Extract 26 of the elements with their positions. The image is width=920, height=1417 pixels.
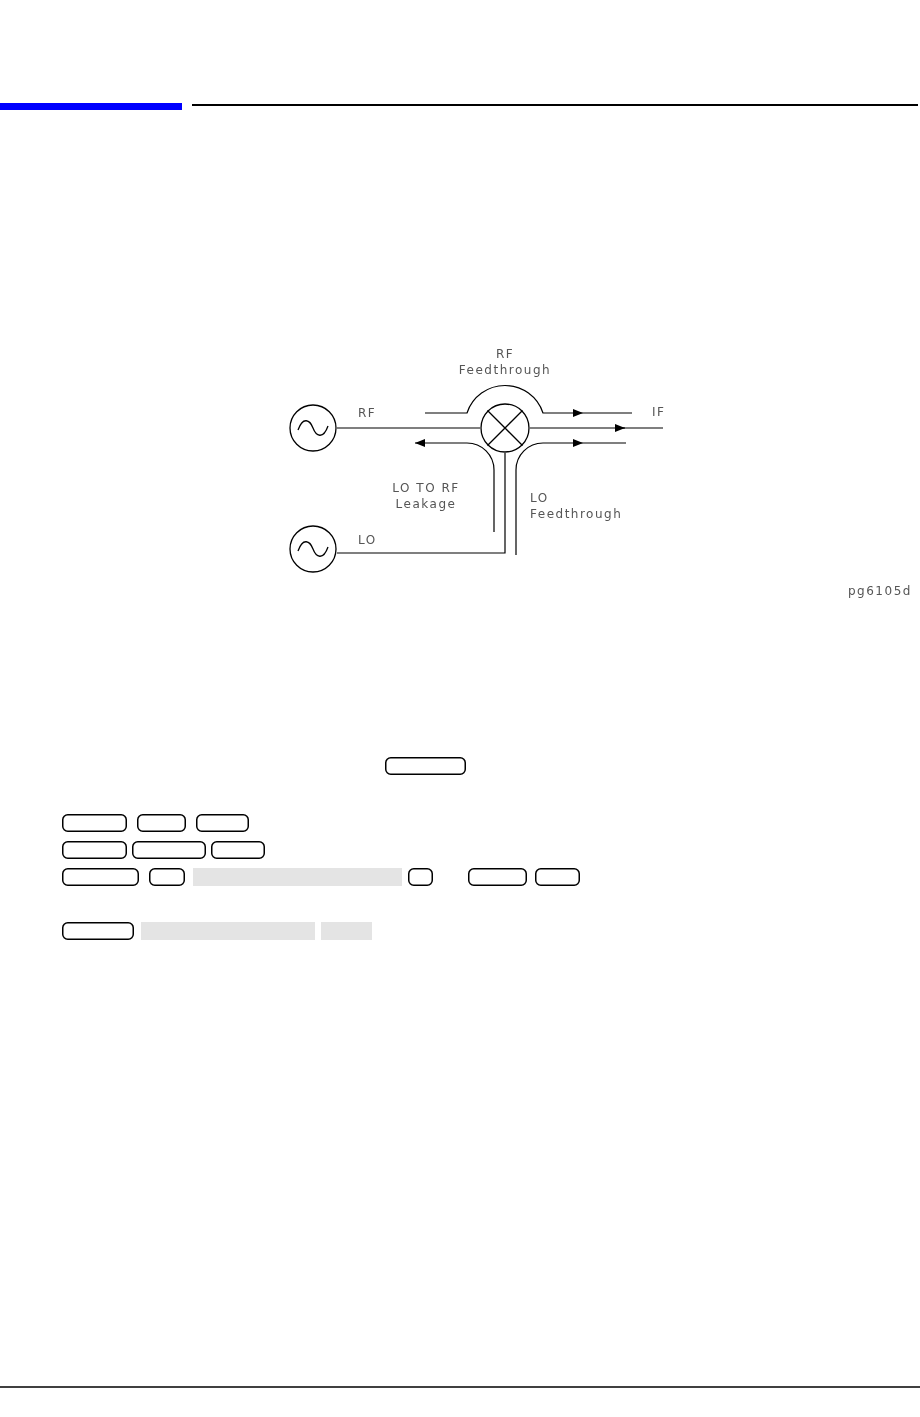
signal-source-symbol xyxy=(289,404,337,452)
edge-label: LO xyxy=(358,532,378,548)
highlight-bar xyxy=(193,868,402,886)
key-outline xyxy=(62,841,127,859)
signal-source-symbol xyxy=(289,525,337,573)
key-outline xyxy=(535,868,580,886)
figure-code: pg6105d xyxy=(848,583,913,599)
key-outline xyxy=(137,814,186,832)
edge-label: RF xyxy=(358,405,378,421)
mixer-symbol xyxy=(480,403,530,453)
key-outline xyxy=(149,868,185,886)
annotation-label: LO TO RF Leakage xyxy=(391,480,461,512)
key-outline xyxy=(62,922,134,940)
key-outline xyxy=(62,868,139,886)
key-outline xyxy=(408,868,433,886)
key-outline xyxy=(196,814,249,832)
key-outline xyxy=(132,841,206,859)
annotation-label: LO Feedthrough xyxy=(530,490,622,522)
key-outline xyxy=(385,757,466,775)
highlight-bar xyxy=(141,922,315,940)
key-outline xyxy=(62,814,127,832)
key-outline xyxy=(468,868,527,886)
edge-label: IF xyxy=(652,404,667,420)
highlight-bar xyxy=(321,922,372,940)
annotation-label: RF Feedthrough xyxy=(457,346,553,378)
key-outline xyxy=(211,841,265,859)
